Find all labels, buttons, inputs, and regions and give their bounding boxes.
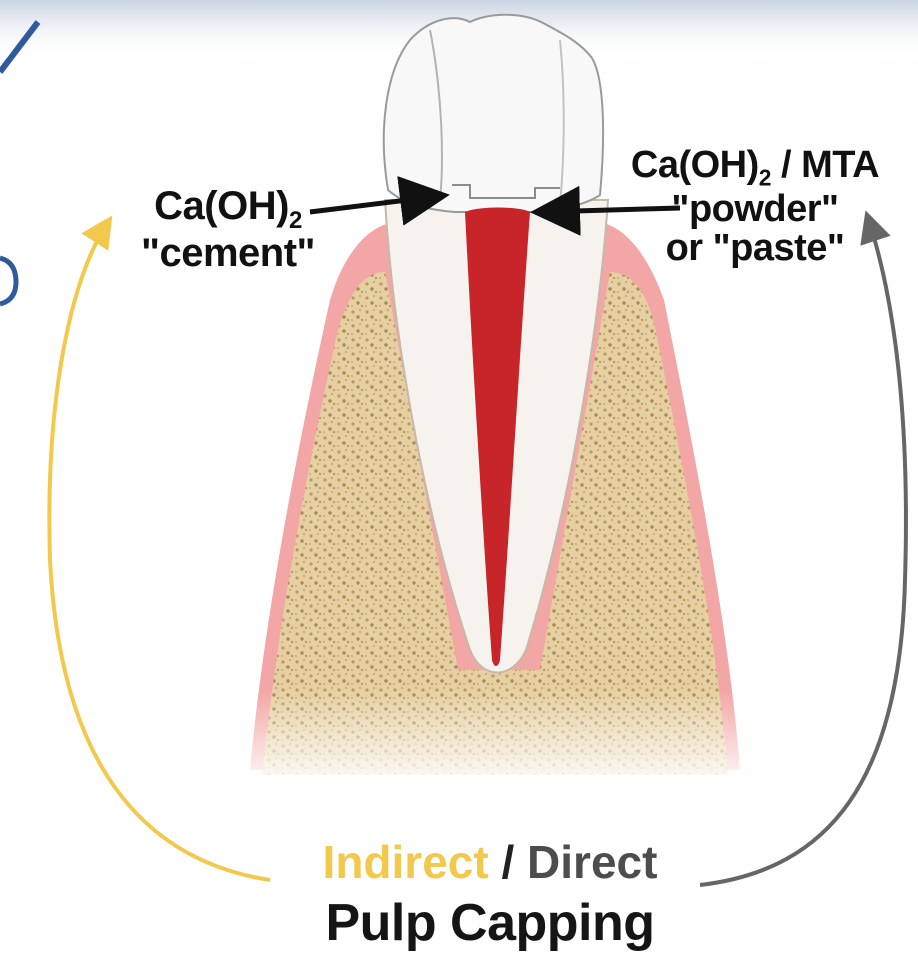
tooth-crown bbox=[384, 15, 603, 212]
right-label-line-2: "powder" bbox=[600, 190, 910, 229]
direct-label: Direct bbox=[527, 836, 657, 888]
title-slash: / bbox=[489, 836, 527, 888]
left-label-line-2: "cement" bbox=[118, 233, 338, 274]
indirect-label: Indirect bbox=[323, 836, 489, 888]
bottom-fade bbox=[230, 690, 770, 790]
calcium-hydroxide-cement-label: Ca(OH)2 "cement" bbox=[118, 186, 338, 274]
left-label-line-1: Ca(OH)2 bbox=[118, 186, 338, 233]
right-label-line-1: Ca(OH)2 / MTA bbox=[600, 146, 910, 190]
left-edge-mark bbox=[0, 258, 16, 304]
right-label-line-3: or "paste" bbox=[600, 229, 910, 268]
calcium-hydroxide-mta-label: Ca(OH)2 / MTA "powder" or "paste" bbox=[600, 146, 910, 267]
capping-type-title: Indirect / Direct bbox=[230, 835, 750, 889]
pulp-capping-title: Pulp Capping bbox=[230, 893, 750, 953]
